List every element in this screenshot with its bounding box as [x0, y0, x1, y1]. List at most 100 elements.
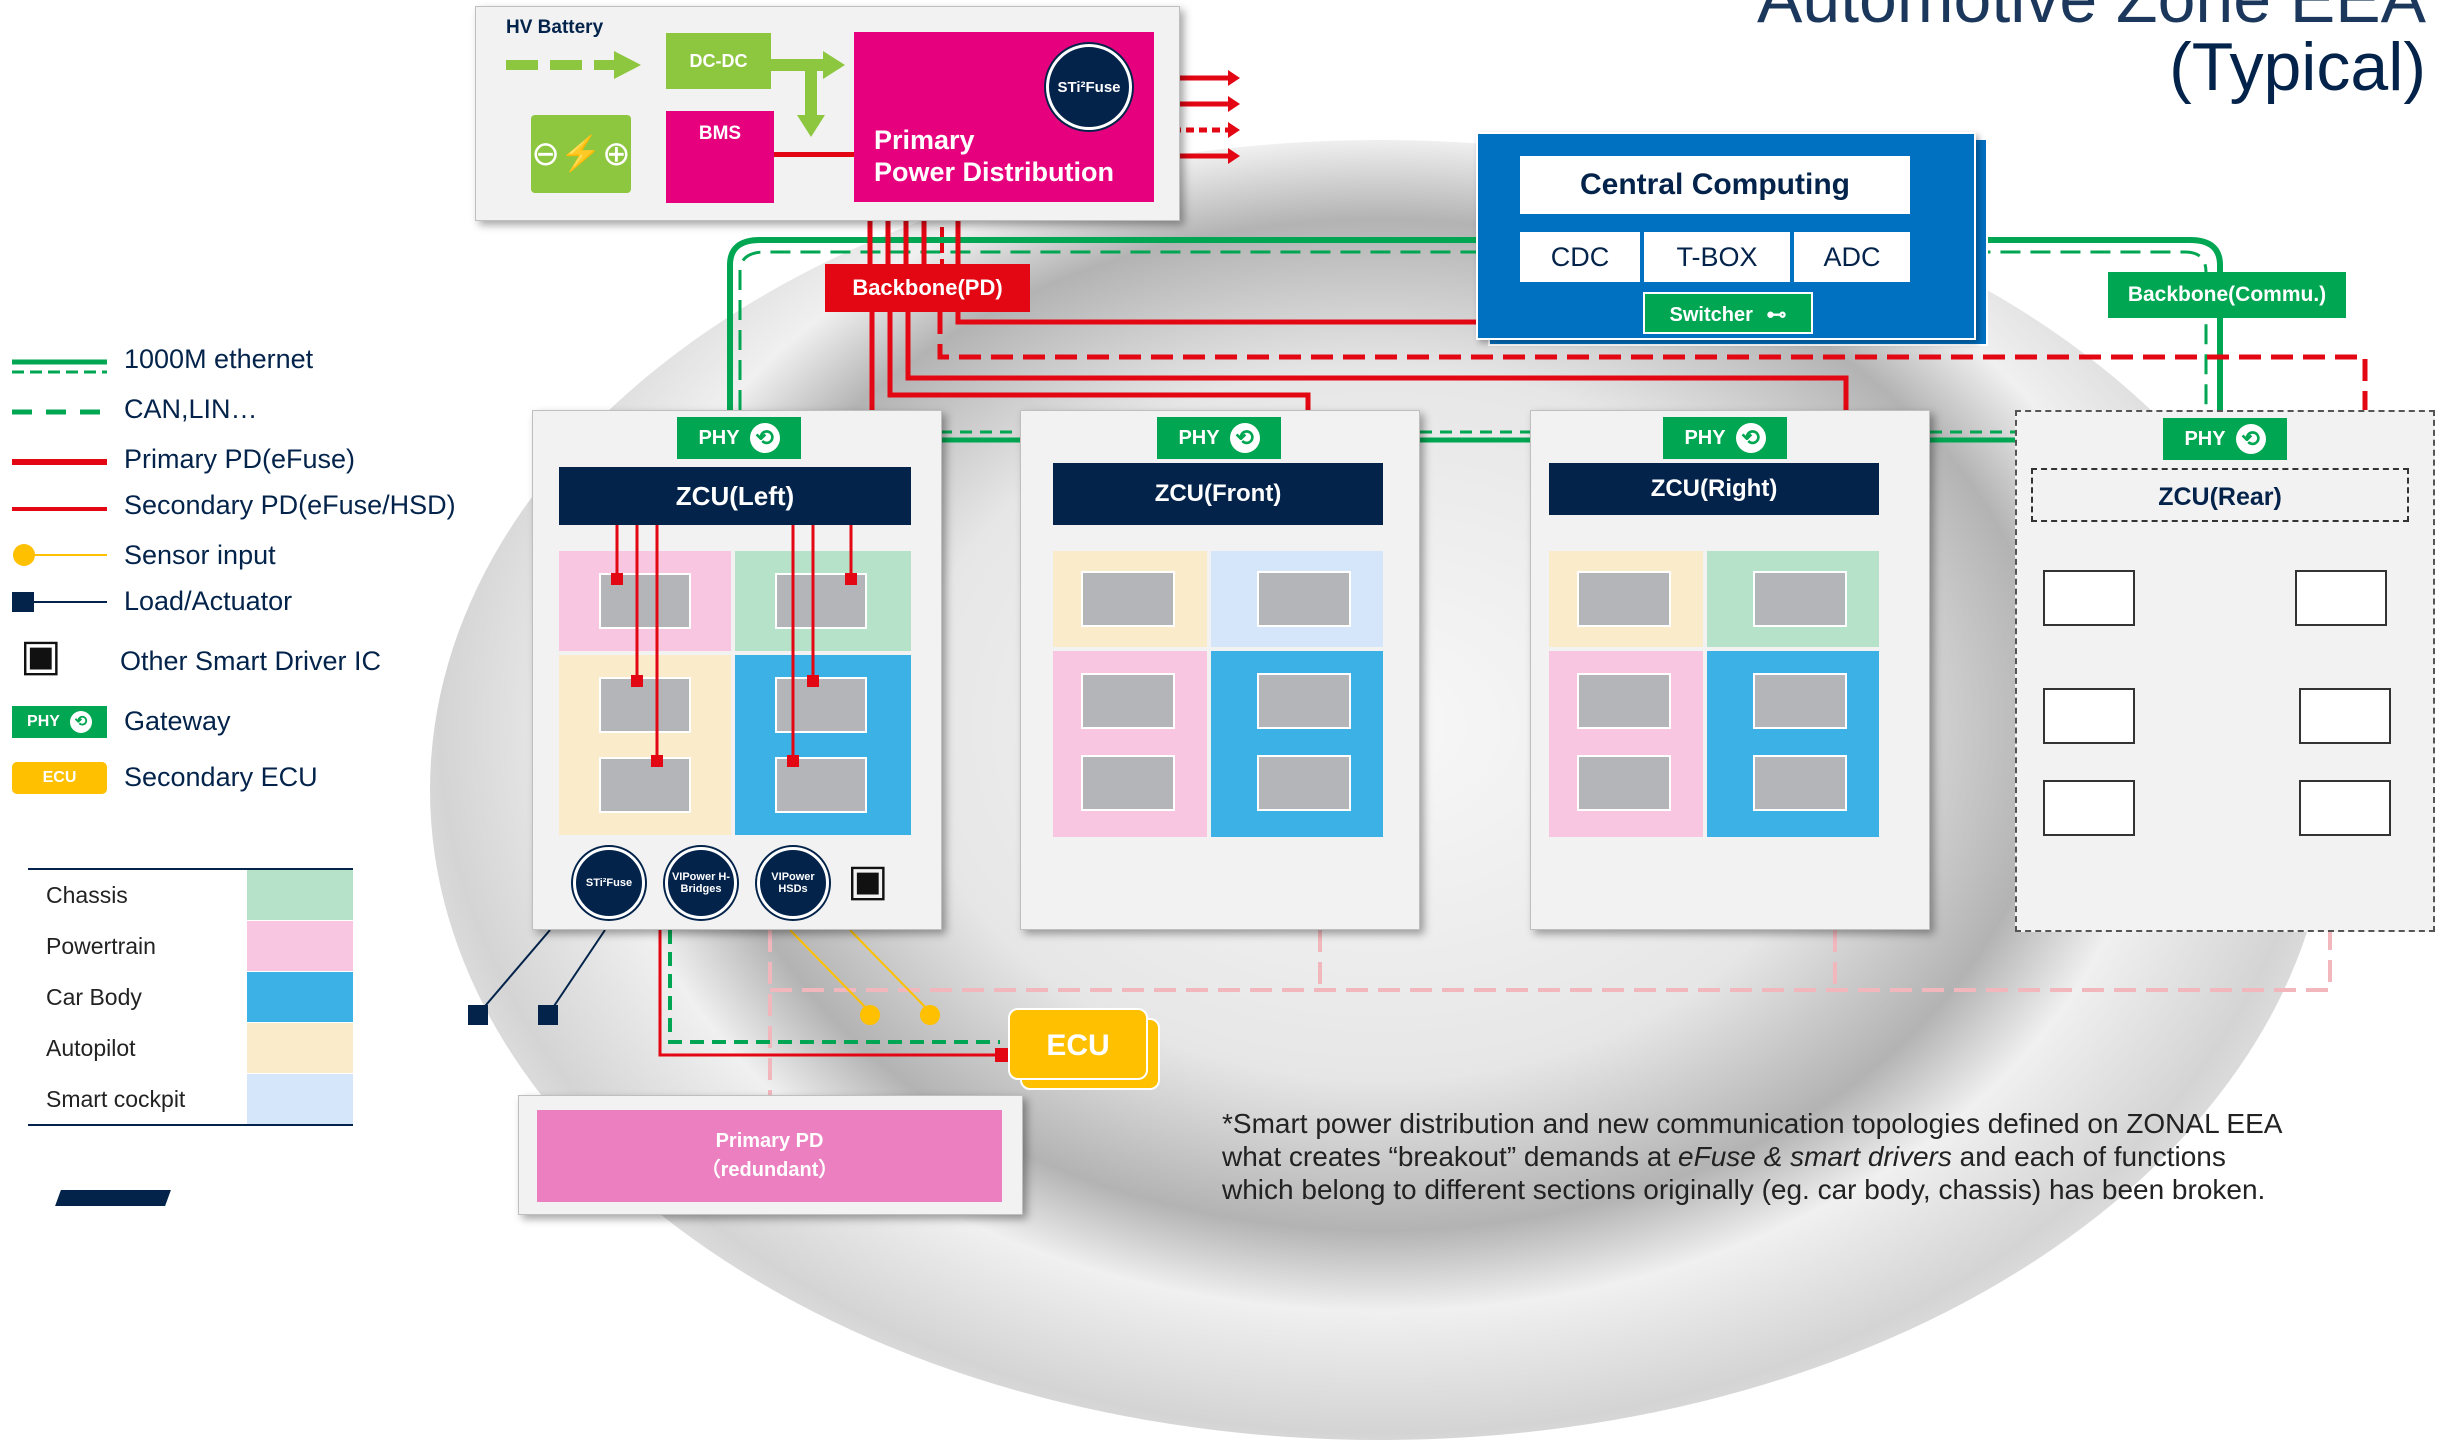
- gateway-arrows-icon: ⟲: [2235, 424, 2266, 454]
- category-name: Chassis: [28, 869, 247, 921]
- legend: 1000M ethernet CAN,LIN… Primary PD(eFuse…: [12, 340, 482, 800]
- function-block: [599, 757, 691, 813]
- category-color: [247, 971, 353, 1023]
- zcu-left-panel: PHY ⟲ ZCU(Left) STi²Fuse VIPower H-Bridg…: [532, 410, 942, 930]
- gateway-icon: PHY ⟲: [12, 706, 107, 738]
- footnote-line-3: which belong to different sections origi…: [1222, 1174, 2266, 1205]
- function-block: [2043, 780, 2135, 836]
- hsds-icon: VIPower HSDs: [757, 847, 829, 919]
- secondary-pd-line-icon: [12, 507, 107, 511]
- legend-label-sensor: Sensor input: [124, 540, 276, 570]
- footnote-text: and each of functions: [1951, 1141, 2226, 1172]
- h-bridges-icon: VIPower H-Bridges: [665, 847, 737, 919]
- zcu-front-title: ZCU(Front): [1053, 463, 1383, 525]
- chip-icon: ▣: [847, 856, 889, 905]
- footnote-line-1: *Smart power distribution and new commun…: [1222, 1108, 2283, 1139]
- gateway-arrows-icon: ⟲: [1735, 423, 1766, 453]
- function-block: [1577, 571, 1671, 627]
- hv-arrow-icon: [506, 51, 641, 79]
- dcdc-block: DC-DC: [666, 33, 771, 89]
- function-block: [599, 677, 691, 733]
- ethernet-line-icon: [12, 359, 107, 374]
- zcu-right-gateway: PHY ⟲: [1663, 417, 1787, 459]
- backbone-pd-label: Backbone(PD): [825, 264, 1030, 312]
- redundant-pd-panel: Primary PD （redundant）: [518, 1095, 1023, 1215]
- gateway-arrows-icon: ⟲: [1229, 423, 1260, 453]
- central-module-cdc: CDC: [1520, 232, 1640, 282]
- zcu-left-title: ZCU(Left): [559, 467, 911, 525]
- function-block: [1577, 755, 1671, 811]
- zcu-left-power-lines: [611, 525, 857, 767]
- function-block: [775, 677, 867, 733]
- footnote-line-2: what creates “breakout” demands at eFuse…: [1222, 1140, 2440, 1173]
- legend-label-gateway: Gateway: [124, 706, 231, 736]
- legend-label-can-lin: CAN,LIN…: [124, 394, 258, 424]
- footnote-text: what creates “breakout” demands at: [1222, 1141, 1679, 1172]
- zcu-right-title: ZCU(Right): [1549, 463, 1879, 515]
- load-actuator-icon: [12, 592, 107, 612]
- central-computing-title: Central Computing: [1520, 156, 1910, 214]
- central-module-tbox: T-BOX: [1644, 232, 1790, 282]
- function-block: [2299, 780, 2391, 836]
- function-block: [1257, 673, 1351, 729]
- function-block: [2295, 570, 2387, 626]
- secondary-ecu: ECU: [1008, 1008, 1148, 1080]
- power-source-panel: HV Battery DC-DC ⊖⚡⊕ BMS Primary Power D…: [475, 6, 1180, 221]
- function-block: [1577, 673, 1671, 729]
- function-block: [1257, 571, 1351, 627]
- legend-label-load: Load/Actuator: [124, 586, 293, 616]
- footnote-emphasis: eFuse & smart drivers: [1678, 1141, 1952, 1172]
- category-color: [247, 869, 353, 921]
- efuse-badge-icon: STi²Fuse: [1046, 44, 1132, 130]
- category-table: Chassis Powertrain Car Body Autopilot Sm…: [28, 868, 353, 1126]
- page-subtitle: (Typical): [2169, 29, 2426, 105]
- central-module-adc: ADC: [1794, 232, 1910, 282]
- st-logo-icon: [55, 1190, 171, 1206]
- category-row: Chassis: [28, 869, 353, 921]
- central-computing-panel: Central Computing CDC T-BOX ADC Switcher…: [1476, 132, 1976, 340]
- gateway-arrows-icon: ⟲: [749, 423, 780, 453]
- zcu-front-gateway: PHY ⟲: [1157, 417, 1281, 459]
- zcu-left-gateway: PHY ⟲: [677, 417, 801, 459]
- zcu-front-phy-label: PHY: [1178, 426, 1220, 449]
- gateway-badge-label: PHY: [27, 713, 60, 730]
- category-color: [247, 1022, 353, 1074]
- primary-pd-label: Primary Power Distribution: [874, 125, 1115, 187]
- ecu-badge-label: ECU: [42, 769, 77, 786]
- category-color: [247, 1073, 353, 1126]
- hsds-icon-label: VIPower HSDs: [771, 871, 815, 895]
- legend-label-secondary-pd: Secondary PD(eFuse/HSD): [124, 490, 456, 520]
- function-block: [2043, 688, 2135, 744]
- h-bridges-icon-label: VIPower H-Bridges: [671, 871, 731, 895]
- efuse-icon-label: STi²Fuse: [585, 877, 633, 889]
- zcu-rear-title: ZCU(Rear): [2031, 468, 2409, 522]
- category-row: Autopilot: [28, 1022, 353, 1074]
- bms-label: BMS: [698, 123, 742, 144]
- category-row: Smart cockpit: [28, 1073, 353, 1126]
- function-block: [775, 573, 867, 629]
- switcher-icon: ⊷: [1766, 304, 1787, 326]
- primary-pd-line-icon: [12, 459, 107, 465]
- zcu-rear-phy-label: PHY: [2184, 427, 2226, 450]
- zcu-rear-panel: PHY ⟲ ZCU(Rear): [2015, 410, 2435, 932]
- page-title: Automotive Zone EEA: [1757, 0, 2426, 38]
- battery-icon: ⊖⚡⊕: [531, 115, 631, 193]
- function-block: [2299, 688, 2391, 744]
- legend-label-ecu: Secondary ECU: [124, 762, 318, 792]
- gateway-arrows-icon: ⟲: [69, 711, 92, 733]
- backbone-commu-label: Backbone(Commu.): [2108, 272, 2346, 318]
- function-block: [1081, 571, 1175, 627]
- category-row: Car Body: [28, 971, 353, 1023]
- chip-icon: ▣: [20, 631, 62, 680]
- category-name: Car Body: [28, 971, 247, 1023]
- function-block: [1257, 755, 1351, 811]
- zcu-rear-gateway: PHY ⟲: [2163, 418, 2287, 460]
- switcher-block: Switcher ⊷: [1643, 292, 1813, 334]
- primary-pd-redundant: Primary PD （redundant）: [537, 1110, 1002, 1202]
- ecu-label: ECU: [1046, 1029, 1110, 1062]
- zcu-right-panel: PHY ⟲ ZCU(Right): [1530, 410, 1930, 930]
- zcu-left-phy-label: PHY: [698, 426, 740, 449]
- function-block: [1081, 755, 1175, 811]
- function-block: [1753, 755, 1847, 811]
- function-block: [1753, 571, 1847, 627]
